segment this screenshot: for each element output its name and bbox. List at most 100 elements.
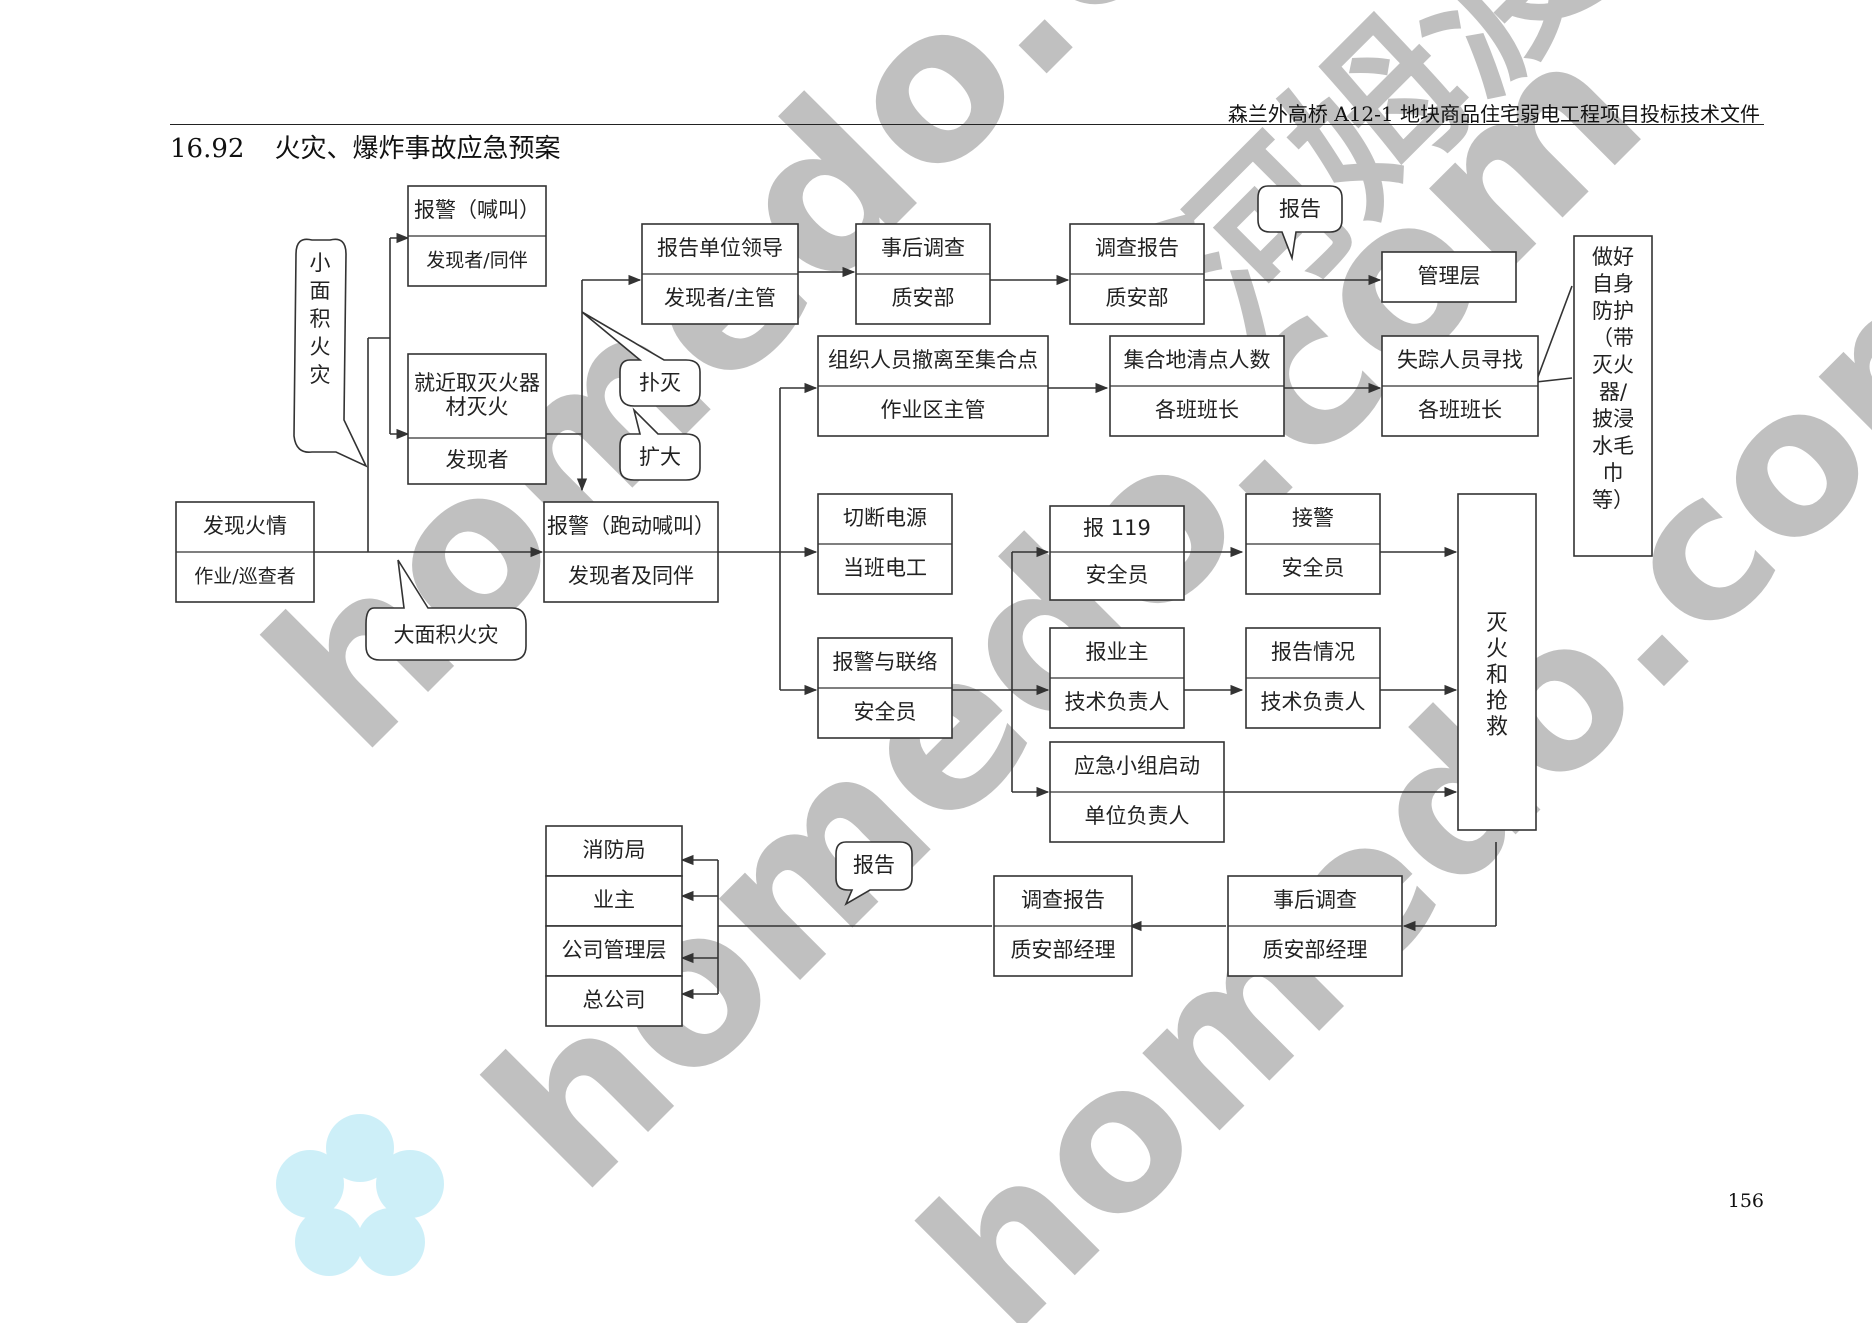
node-title-char: 灭 bbox=[1486, 611, 1508, 636]
node-title-line: 灭火 bbox=[1592, 353, 1634, 377]
node-title: 失踪人员寻找 bbox=[1397, 348, 1523, 372]
node-title-line: 水毛 bbox=[1592, 434, 1634, 458]
node-title-line: 披浸 bbox=[1592, 407, 1634, 431]
callout-put-out-shape bbox=[581, 311, 701, 407]
recipient-item: 业主 bbox=[545, 875, 683, 927]
node-role: 安全员 bbox=[1282, 556, 1345, 580]
node-role: 技术负责人 bbox=[1261, 690, 1366, 714]
callout-report-bottom-shape bbox=[835, 841, 913, 906]
node-role: 质安部经理 bbox=[1263, 938, 1368, 962]
section-number: 16.92 bbox=[170, 134, 245, 164]
callout-labels: 小面积火灾 大面积火灾 扑灭 扩大 报告 报告 bbox=[310, 197, 1322, 877]
node-title: 切断电源 bbox=[843, 506, 927, 530]
node-title: 事后调查 bbox=[881, 236, 965, 260]
node-alarm-run: 报警（跑动喊叫） 发现者及同伴 bbox=[543, 501, 719, 603]
node-title-char: 火 bbox=[1486, 637, 1508, 662]
callout-put-out: 扑灭 bbox=[639, 371, 681, 395]
node-title-char: 救 bbox=[1486, 715, 1508, 740]
node-role: 安全员 bbox=[1086, 563, 1149, 587]
node-alarm-shout: 报警（喊叫） 发现者/同伴 bbox=[407, 185, 547, 287]
recipient-item: 公司管理层 bbox=[545, 925, 683, 977]
header-divider bbox=[170, 124, 1764, 125]
section-heading: 16.92 火灾、爆炸事故应急预案 bbox=[170, 128, 560, 165]
node-role: 质安部经理 bbox=[1011, 938, 1116, 962]
node-title: 组织人员撤离至集合点 bbox=[828, 348, 1038, 372]
node-role: 质安部 bbox=[1106, 286, 1169, 310]
node-role: 各班班长 bbox=[1418, 398, 1502, 422]
callout-large-area-shape bbox=[365, 559, 527, 661]
node-role: 质安部 bbox=[892, 286, 955, 310]
node-title-char: 和 bbox=[1486, 663, 1508, 688]
node-role: 各班班长 bbox=[1155, 398, 1239, 422]
callout-spread-shape bbox=[619, 407, 701, 481]
recipient-label: 总公司 bbox=[583, 988, 646, 1012]
node-title-line: 器/ bbox=[1599, 380, 1628, 404]
node-title: 报业主 bbox=[1086, 640, 1149, 664]
node-management: 管理层 bbox=[1381, 251, 1517, 303]
node-title: 应急小组启动 bbox=[1074, 754, 1200, 778]
flow-connectors bbox=[314, 232, 1573, 1000]
node-title: 调查报告 bbox=[1021, 888, 1105, 912]
callout-report-bottom: 报告 bbox=[853, 853, 895, 877]
node-title: 材灭火 bbox=[446, 395, 509, 419]
node-title: 集合地清点人数 bbox=[1124, 348, 1271, 372]
page-number: 156 bbox=[1727, 1190, 1764, 1212]
node-role: 发现者及同伴 bbox=[568, 564, 694, 588]
node-title: 报告情况 bbox=[1271, 640, 1355, 664]
node-title: 报告单位领导 bbox=[657, 236, 783, 260]
section-title: 火灾、爆炸事故应急预案 bbox=[274, 134, 561, 164]
node-title: 就近取灭火器 bbox=[414, 371, 540, 395]
node-role: 发现者 bbox=[446, 448, 509, 472]
node-role: 技术负责人 bbox=[1065, 690, 1170, 714]
node-title: 接警 bbox=[1292, 506, 1334, 530]
recipient-label: 消防局 bbox=[583, 838, 646, 862]
node-title: 报 119 bbox=[1083, 516, 1151, 540]
node-title-char: 抢 bbox=[1486, 689, 1508, 714]
recipient-item: 总公司 bbox=[545, 975, 683, 1027]
node-role: 作业/巡查者 bbox=[194, 566, 295, 588]
node-role: 发现者/主管 bbox=[664, 286, 776, 310]
node-role: 单位负责人 bbox=[1085, 804, 1190, 828]
node-call-119: 报 119 安全员 bbox=[1049, 505, 1185, 601]
recipient-label: 业主 bbox=[593, 888, 635, 912]
node-title-line: 巾 bbox=[1603, 461, 1624, 485]
callout-spread: 扩大 bbox=[639, 445, 681, 469]
callout-large-area: 大面积火灾 bbox=[394, 623, 499, 647]
recipient-label: 公司管理层 bbox=[562, 938, 667, 962]
node-title: 事后调查 bbox=[1273, 888, 1357, 912]
node-title-line: 自身 bbox=[1592, 272, 1634, 296]
node-title: 管理层 bbox=[1418, 264, 1481, 288]
callouts bbox=[293, 185, 1343, 906]
node-title: 报警与联络 bbox=[833, 650, 938, 674]
node-title-line: 防护 bbox=[1592, 299, 1634, 323]
node-title-line: （带 bbox=[1592, 326, 1634, 350]
node-title: 报警（跑动喊叫） bbox=[547, 514, 715, 538]
callout-report-top-shape bbox=[1257, 185, 1343, 262]
node-title-line: 等） bbox=[1592, 488, 1634, 512]
node-role: 发现者/同伴 bbox=[426, 250, 527, 272]
node-title: 调查报告 bbox=[1095, 236, 1179, 260]
document-title: 森兰外高桥 A12-1 地块商品住宅弱电工程项目投标技术文件 bbox=[1227, 102, 1760, 126]
node-title: 报警（喊叫） bbox=[414, 198, 540, 222]
callout-report-top: 报告 bbox=[1279, 197, 1321, 221]
